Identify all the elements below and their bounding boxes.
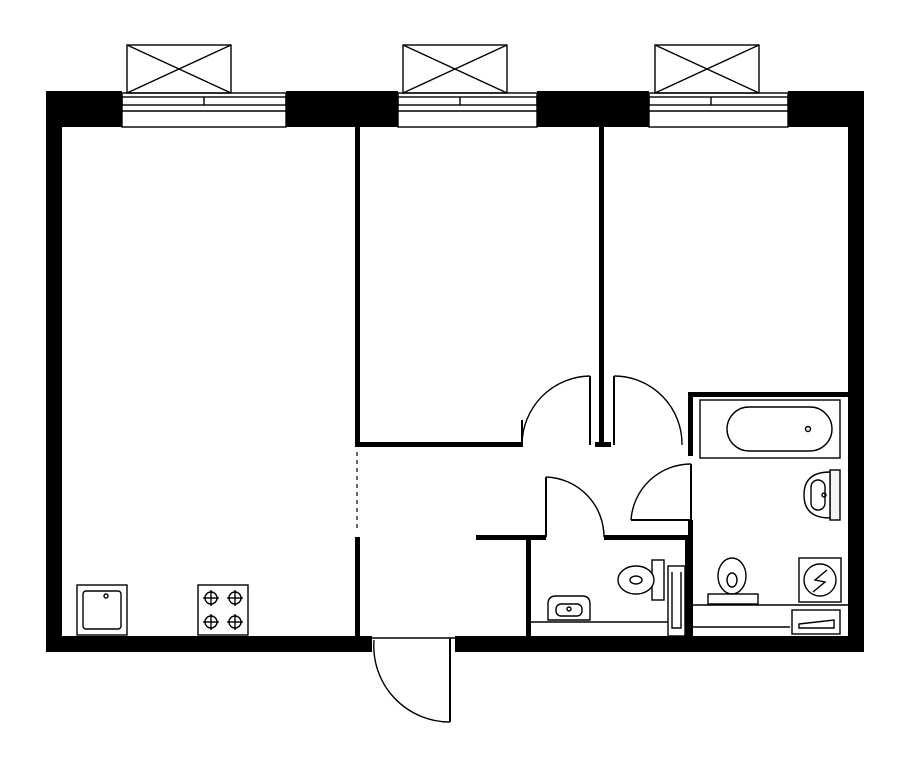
door-entrance [372, 637, 455, 723]
door-middle-bedroom [521, 375, 591, 446]
ac-unit-middle [402, 44, 508, 94]
outer-walls [46, 91, 864, 652]
ac-unit-left [126, 44, 232, 94]
bathtub [699, 399, 841, 459]
interior-walls [355, 127, 850, 638]
window-middle [397, 92, 538, 128]
washing-machine [798, 557, 842, 603]
window-right [648, 92, 789, 128]
window-left [121, 92, 287, 128]
toilet-room-toilet [617, 559, 665, 601]
door-right-bedroom [613, 375, 683, 446]
stove [197, 584, 249, 636]
radiator [791, 609, 841, 635]
ac-unit-right [654, 44, 760, 94]
kitchen-sink [76, 584, 128, 636]
door-toilet [545, 476, 605, 538]
bathroom-washbasin [803, 469, 841, 521]
toilet-room-shaft [667, 565, 686, 637]
door-bathroom [630, 463, 692, 521]
toilet-room-washbasin [547, 595, 591, 621]
bathroom-toilet [707, 557, 759, 605]
